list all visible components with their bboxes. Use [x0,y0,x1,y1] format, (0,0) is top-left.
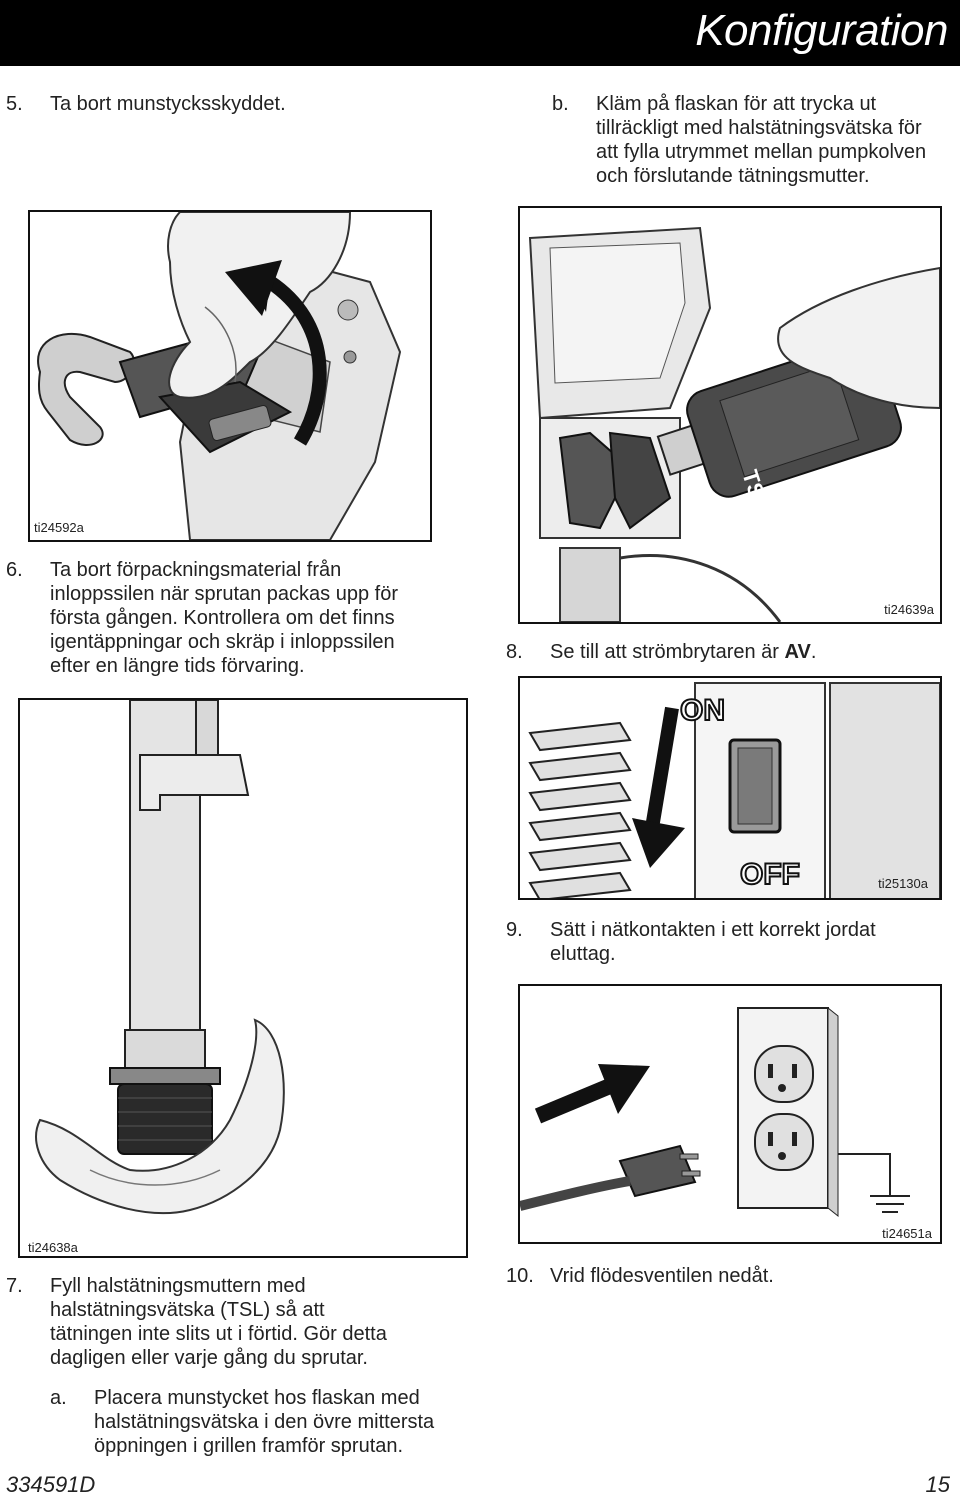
figure-id-label: ti25130a [878,876,928,891]
step-line: efter en längre tids förvaring. [50,655,305,677]
page-title: Konfiguration [695,6,948,55]
step-a: a. Placera munstycket hos flaskan med ha… [50,1386,470,1462]
inlet-strainer-illustration [35,700,285,1215]
figure-remove-tip-guard: ti24592a [28,210,432,542]
step-line: första gången. Kontrollera om det finns [50,607,395,629]
figure-id-label: ti24651a [882,1226,932,1241]
switch-off-label: OFF [740,858,800,891]
outlet-illustration [520,1006,910,1218]
step-9: 9. Sätt i nätkontakten i ett korrekt jor… [506,918,946,968]
step-7: 7. Fyll halstätningsmuttern med halstätn… [6,1274,456,1374]
step-line: öppningen i grillen framför sprutan. [94,1435,404,1457]
step-line: Ta bort förpackningsmaterial från [50,559,342,581]
step-line: att fylla utrymmet mellan pumpkolven [596,141,927,163]
step-number: 5. [6,93,23,115]
page-number: 15 [925,1472,950,1497]
step-line: Kläm på flaskan för att trycka ut [596,93,877,115]
step-line: Fyll halstätningsmuttern med [50,1275,306,1297]
figure-id-label: ti24639a [884,602,934,617]
step-text: Se till att strömbrytaren är AV. [550,641,817,663]
step-line: igentäppningar och skräp i inloppssilen [50,631,395,653]
figure-power-switch: ON OFF ti25130a [518,676,942,900]
step-number: 7. [6,1275,23,1297]
step-8: 8. Se till att strömbrytaren är AV. [506,640,946,666]
figure-outlet: ti24651a [518,984,942,1244]
document-number: 334591D [6,1472,96,1497]
figure-id-label: ti24592a [34,520,84,535]
step-line: tillräckligt med halstätningsvätska för [596,117,922,139]
figure-id-label: ti24638a [28,1240,78,1255]
step-line: Sätt i nätkontakten i ett korrekt jordat [550,919,876,941]
step-line: och förslutande tätningsmutter. [596,165,870,187]
step-line: tätningen inte slits ut i förtid. Gör de… [50,1323,387,1345]
step-b: b. Kläm på flaskan för att trycka ut til… [552,92,952,192]
switch-on-label: ON [680,694,725,727]
step-number: 8. [506,641,523,663]
step-number: 6. [6,559,23,581]
step-line: eluttag. [550,943,616,965]
step-line: halstätningsvätska i den övre mittersta [94,1411,435,1433]
step-letter: a. [50,1387,67,1409]
step-text: Ta bort munstycksskyddet. [50,93,286,115]
step-number: 10. [506,1265,534,1287]
step-10: 10. Vrid flödesventilen nedåt. [506,1264,946,1290]
switch-state: AV [784,641,811,663]
header-bar: Konfiguration [0,0,960,66]
step-line: Placera munstycket hos flaskan med [94,1387,420,1409]
step-letter: b. [552,93,569,115]
step-line: halstätningsvätska (TSL) så att [50,1299,325,1321]
figure-tsl-bottle: TSL ti24639a [518,206,942,624]
power-switch-illustration: ON OFF [528,682,940,898]
step-6: 6. Ta bort förpackningsmaterial från inl… [6,558,446,682]
tsl-bottle-illustration: TSL [528,226,940,622]
step-number: 9. [506,919,523,941]
figure-inlet-strainer: ti24638a [18,698,468,1258]
step-5: 5. Ta bort munstycksskyddet. [6,92,446,118]
step-line: dagligen eller varje gång du sprutar. [50,1347,368,1369]
step-text: Vrid flödesventilen nedåt. [550,1265,774,1287]
step-line: inloppssilen när sprutan packas upp för [50,583,398,605]
spray-gun-illustration [37,212,402,540]
